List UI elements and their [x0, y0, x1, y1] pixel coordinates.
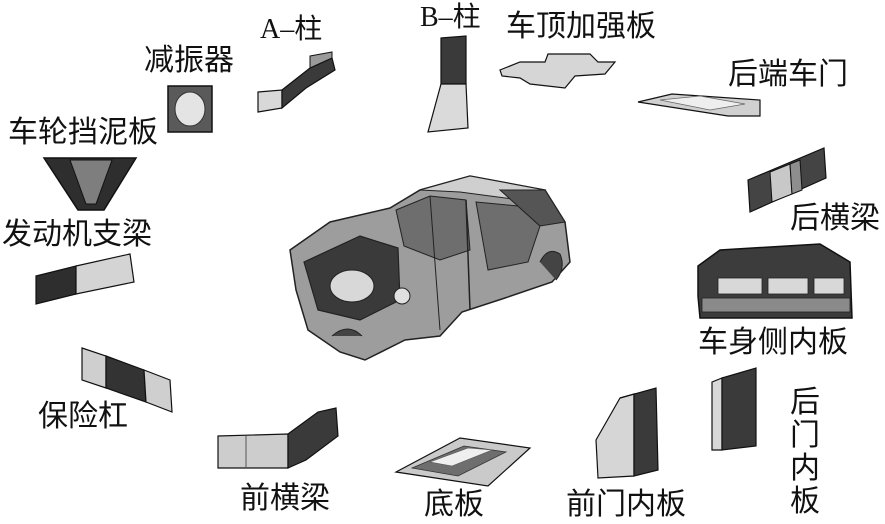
tailgate-part	[637, 93, 761, 117]
b-pillar-part	[427, 35, 469, 133]
wheel-mudguard-part	[42, 157, 138, 211]
body-side-inner-part	[697, 243, 853, 319]
label-bumper: 保险杠	[38, 399, 128, 434]
rear-crossbeam-part	[747, 147, 827, 213]
shock-absorber-part	[167, 85, 213, 133]
label-rear-door-inner: 后门 内板	[790, 385, 820, 519]
label-a-pillar: A–柱	[260, 14, 323, 45]
floor-part	[394, 437, 532, 487]
rear-door-inner-part	[711, 367, 757, 451]
front-crossbeam-part	[217, 407, 339, 469]
label-engine-bracket: 发动机支梁	[2, 217, 152, 252]
label-rear-crossbeam: 后横梁	[790, 201, 880, 236]
label-body-side-inner: 车身侧内板	[698, 325, 848, 360]
a-pillar-part	[257, 51, 336, 113]
label-front-door-inner: 前门内板	[566, 487, 686, 522]
car-body-shell	[289, 175, 571, 361]
label-front-crossbeam: 前横梁	[240, 481, 330, 516]
label-b-pillar: B–柱	[420, 2, 481, 33]
front-door-inner-part	[595, 387, 659, 479]
roof-reinforcement-part	[499, 53, 617, 89]
engine-bracket-part	[35, 253, 135, 305]
label-floor: 底板	[424, 487, 484, 522]
label-wheel-mudguard: 车轮挡泥板	[8, 115, 158, 150]
bumper-part	[81, 347, 173, 413]
label-tailgate: 后端车门	[728, 57, 848, 92]
label-roof-reinforcement: 车顶加强板	[506, 9, 656, 44]
label-shock-absorber: 减振器	[144, 43, 234, 78]
